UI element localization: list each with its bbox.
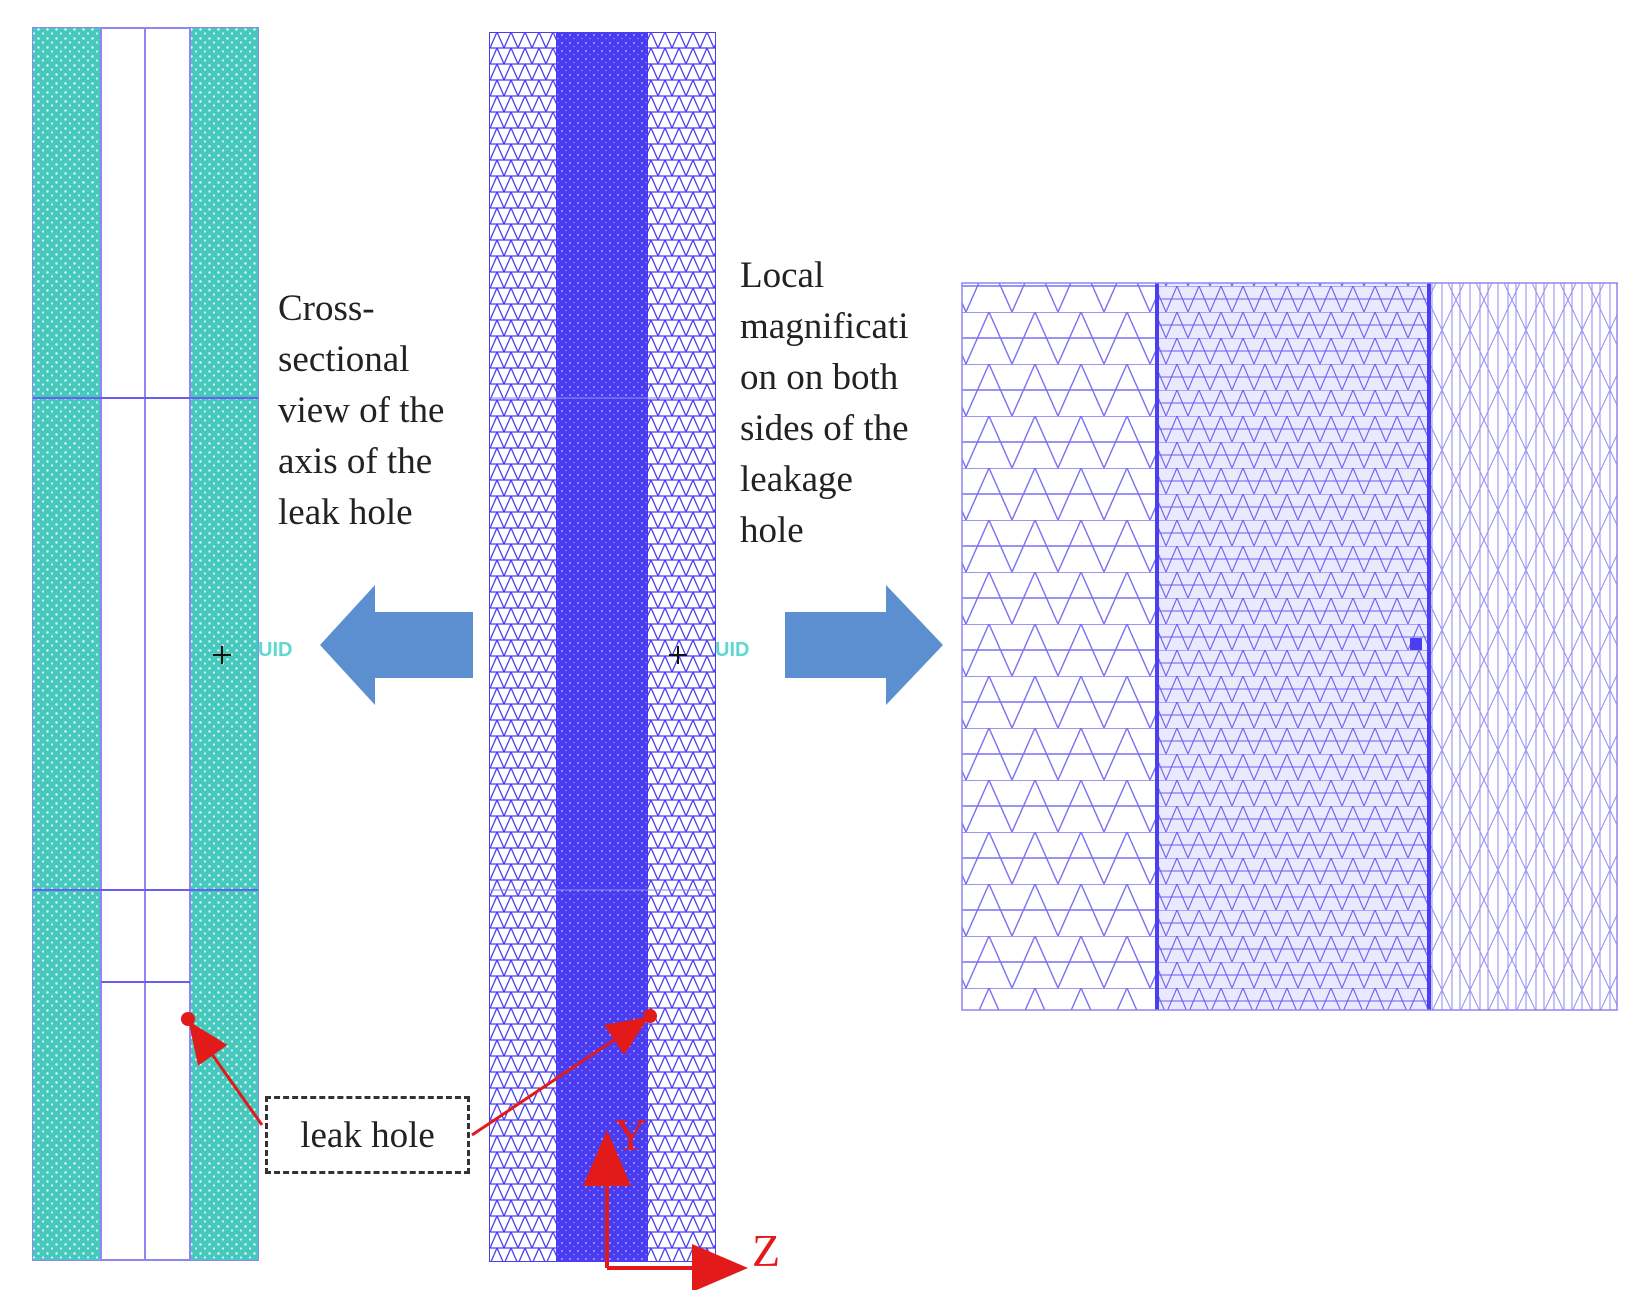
axis-z-label: Z (752, 1225, 780, 1276)
magnified-dense-mesh (1157, 283, 1429, 1010)
magnified-panel-frame (961, 282, 1618, 1011)
magnified-coarse-mesh (962, 283, 1157, 1010)
magnified-mesh-panel (961, 282, 1618, 1011)
leak-pointer-center (471, 1016, 649, 1137)
right-caption: Local magnificati on on both sides of th… (740, 255, 909, 551)
leak-hole-point-left (181, 1012, 195, 1026)
leak-pointer-left (188, 1021, 264, 1126)
leak-hole-callout: leak hole (265, 1096, 470, 1174)
right-wall-mesh (190, 28, 258, 1260)
fluid-tag-left: UID (258, 639, 292, 661)
crosshair-icon (213, 646, 231, 664)
magnified-vertical-mesh (1429, 283, 1617, 1010)
crosshair-icon (669, 646, 687, 664)
arrow-right-icon (785, 585, 943, 705)
center-right-coarse-mesh (648, 33, 715, 1261)
leak-hole-label: leak hole (300, 1114, 435, 1156)
coordinate-axes: Y Z (583, 1109, 780, 1292)
axis-y-label: Y (614, 1109, 647, 1160)
left-wall-mesh (33, 28, 101, 1260)
leak-hole-point-center (643, 1009, 657, 1023)
center-mesh-panel (489, 32, 716, 1262)
left-mesh-panel (32, 27, 259, 1261)
magnified-hole-marker (1410, 638, 1422, 650)
arrow-left-icon (320, 585, 473, 705)
center-dense-mesh (556, 33, 648, 1261)
left-caption: Cross- sectional view of the axis of the… (278, 288, 445, 533)
center-left-coarse-mesh (490, 33, 556, 1261)
fluid-tag-mid: UID (715, 639, 749, 661)
